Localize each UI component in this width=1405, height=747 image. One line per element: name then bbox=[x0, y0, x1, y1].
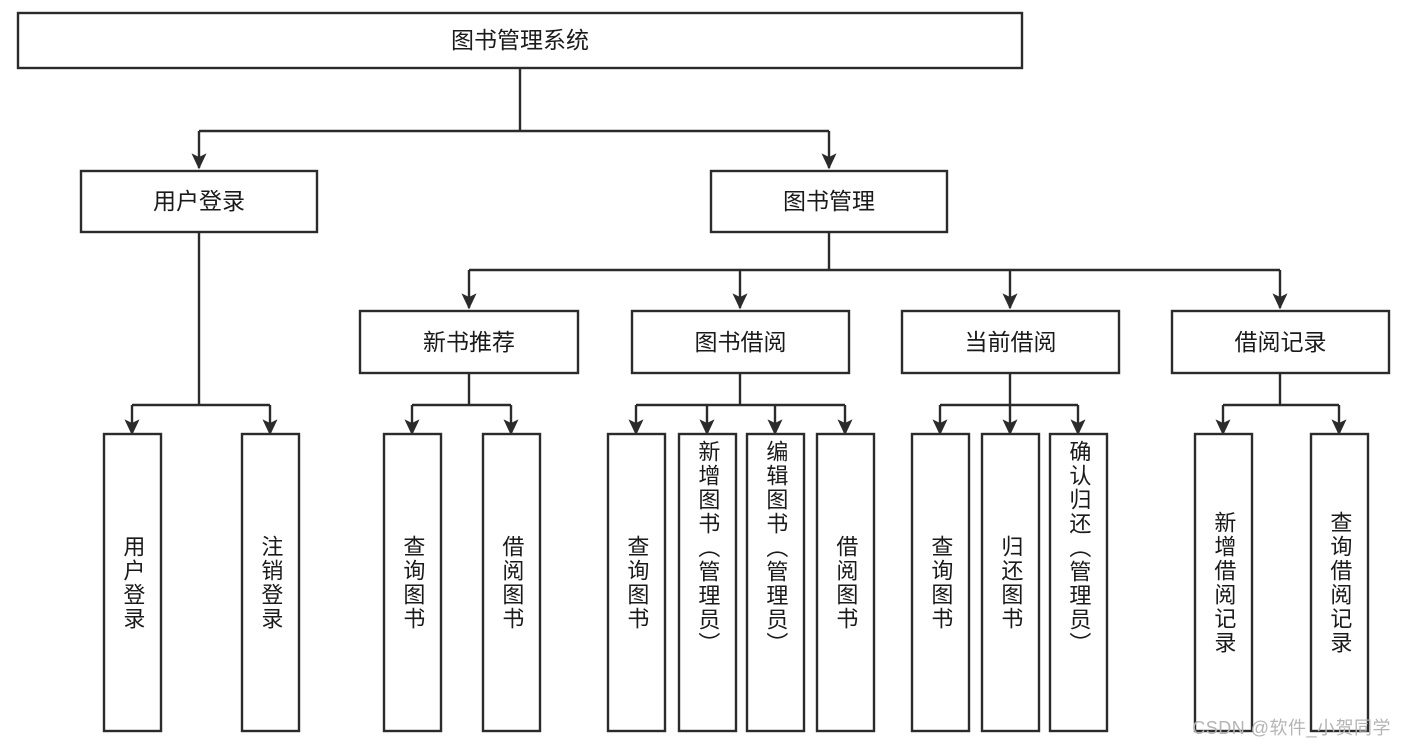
node-box-leaf-borrow-book-b[interactable] bbox=[815, 432, 876, 733]
node-box-borrow-record[interactable] bbox=[1170, 309, 1391, 375]
node-box-leaf-add-book-admin[interactable] bbox=[677, 432, 738, 733]
connector-userlogin-bus bbox=[132, 232, 270, 407]
node-box-book-management[interactable] bbox=[709, 169, 949, 234]
node-box-leaf-query-borrow-record[interactable] bbox=[1309, 432, 1370, 733]
node-box-leaf-borrow-book-a[interactable] bbox=[481, 432, 542, 733]
node-box-leaf-query-book-c[interactable] bbox=[910, 432, 971, 733]
node-box-book-borrow[interactable] bbox=[630, 309, 851, 375]
node-box-current-borrow[interactable] bbox=[900, 309, 1121, 375]
node-box-leaf-add-borrow-record[interactable] bbox=[1193, 432, 1254, 733]
node-box-leaf-query-book-b[interactable] bbox=[606, 432, 667, 733]
connector-bookmgmt-bus bbox=[469, 232, 1280, 272]
node-box-leaf-edit-book-admin[interactable] bbox=[745, 432, 806, 733]
connector-borrowrecord-bus bbox=[1223, 373, 1339, 407]
node-box-new-book-recommend[interactable] bbox=[358, 309, 580, 375]
node-box-user-login[interactable] bbox=[79, 169, 319, 234]
node-box-leaf-user-login[interactable] bbox=[102, 432, 163, 733]
node-box-leaf-logout[interactable] bbox=[240, 432, 301, 733]
csdn-watermark: CSDN @软件_小贺同学 bbox=[1192, 718, 1391, 738]
connector-bookborrow-bus bbox=[636, 373, 845, 407]
node-box-leaf-confirm-return-admin[interactable] bbox=[1048, 432, 1109, 733]
node-box-root[interactable] bbox=[16, 11, 1024, 70]
node-box-leaf-return-book[interactable] bbox=[980, 432, 1041, 733]
connector-root-bus bbox=[199, 68, 829, 133]
connector-newbook-bus bbox=[412, 373, 511, 407]
node-box-leaf-query-book-a[interactable] bbox=[382, 432, 443, 733]
connector-currentborrow-bus bbox=[940, 373, 1078, 407]
